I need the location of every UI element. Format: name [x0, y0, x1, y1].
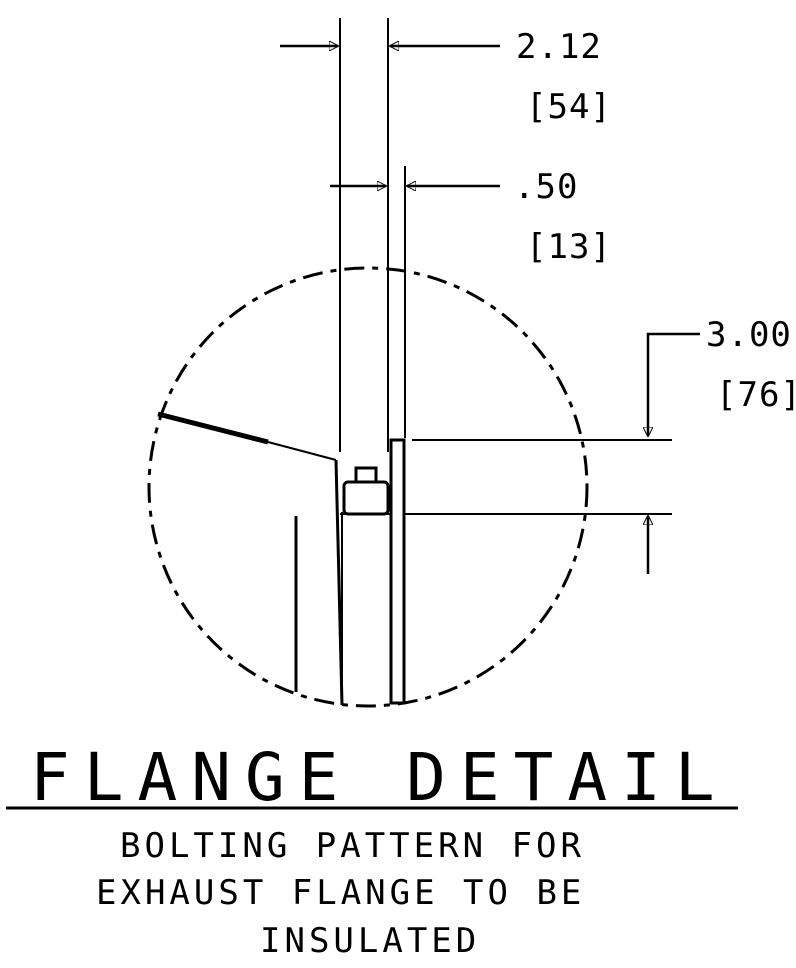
bolt-nut: [342, 480, 390, 516]
note-line-3: INSULATED: [260, 921, 480, 961]
dim-value-2-12: 2.12: [516, 27, 602, 67]
dim-value-50: .50: [514, 167, 578, 207]
dim-leader-3-00: [648, 332, 700, 436]
bolt-head: [354, 466, 378, 484]
dim-metric-13: [13]: [526, 227, 612, 267]
note-line-1: BOLTING PATTERN FOR: [120, 826, 585, 866]
note-line-2: EXHAUST FLANGE TO BE: [96, 873, 585, 913]
flange-plate: [389, 438, 406, 705]
dim-metric-54: [54]: [526, 87, 612, 127]
page-title: FLANGE DETAIL: [30, 739, 729, 816]
duct-top-edge-thick: [157, 411, 269, 445]
dim-value-3-00: 3.00: [706, 315, 792, 355]
detail-circle: [147, 266, 589, 708]
duct-top-edge: [267, 441, 337, 461]
dim-metric-76: [76]: [716, 375, 796, 415]
